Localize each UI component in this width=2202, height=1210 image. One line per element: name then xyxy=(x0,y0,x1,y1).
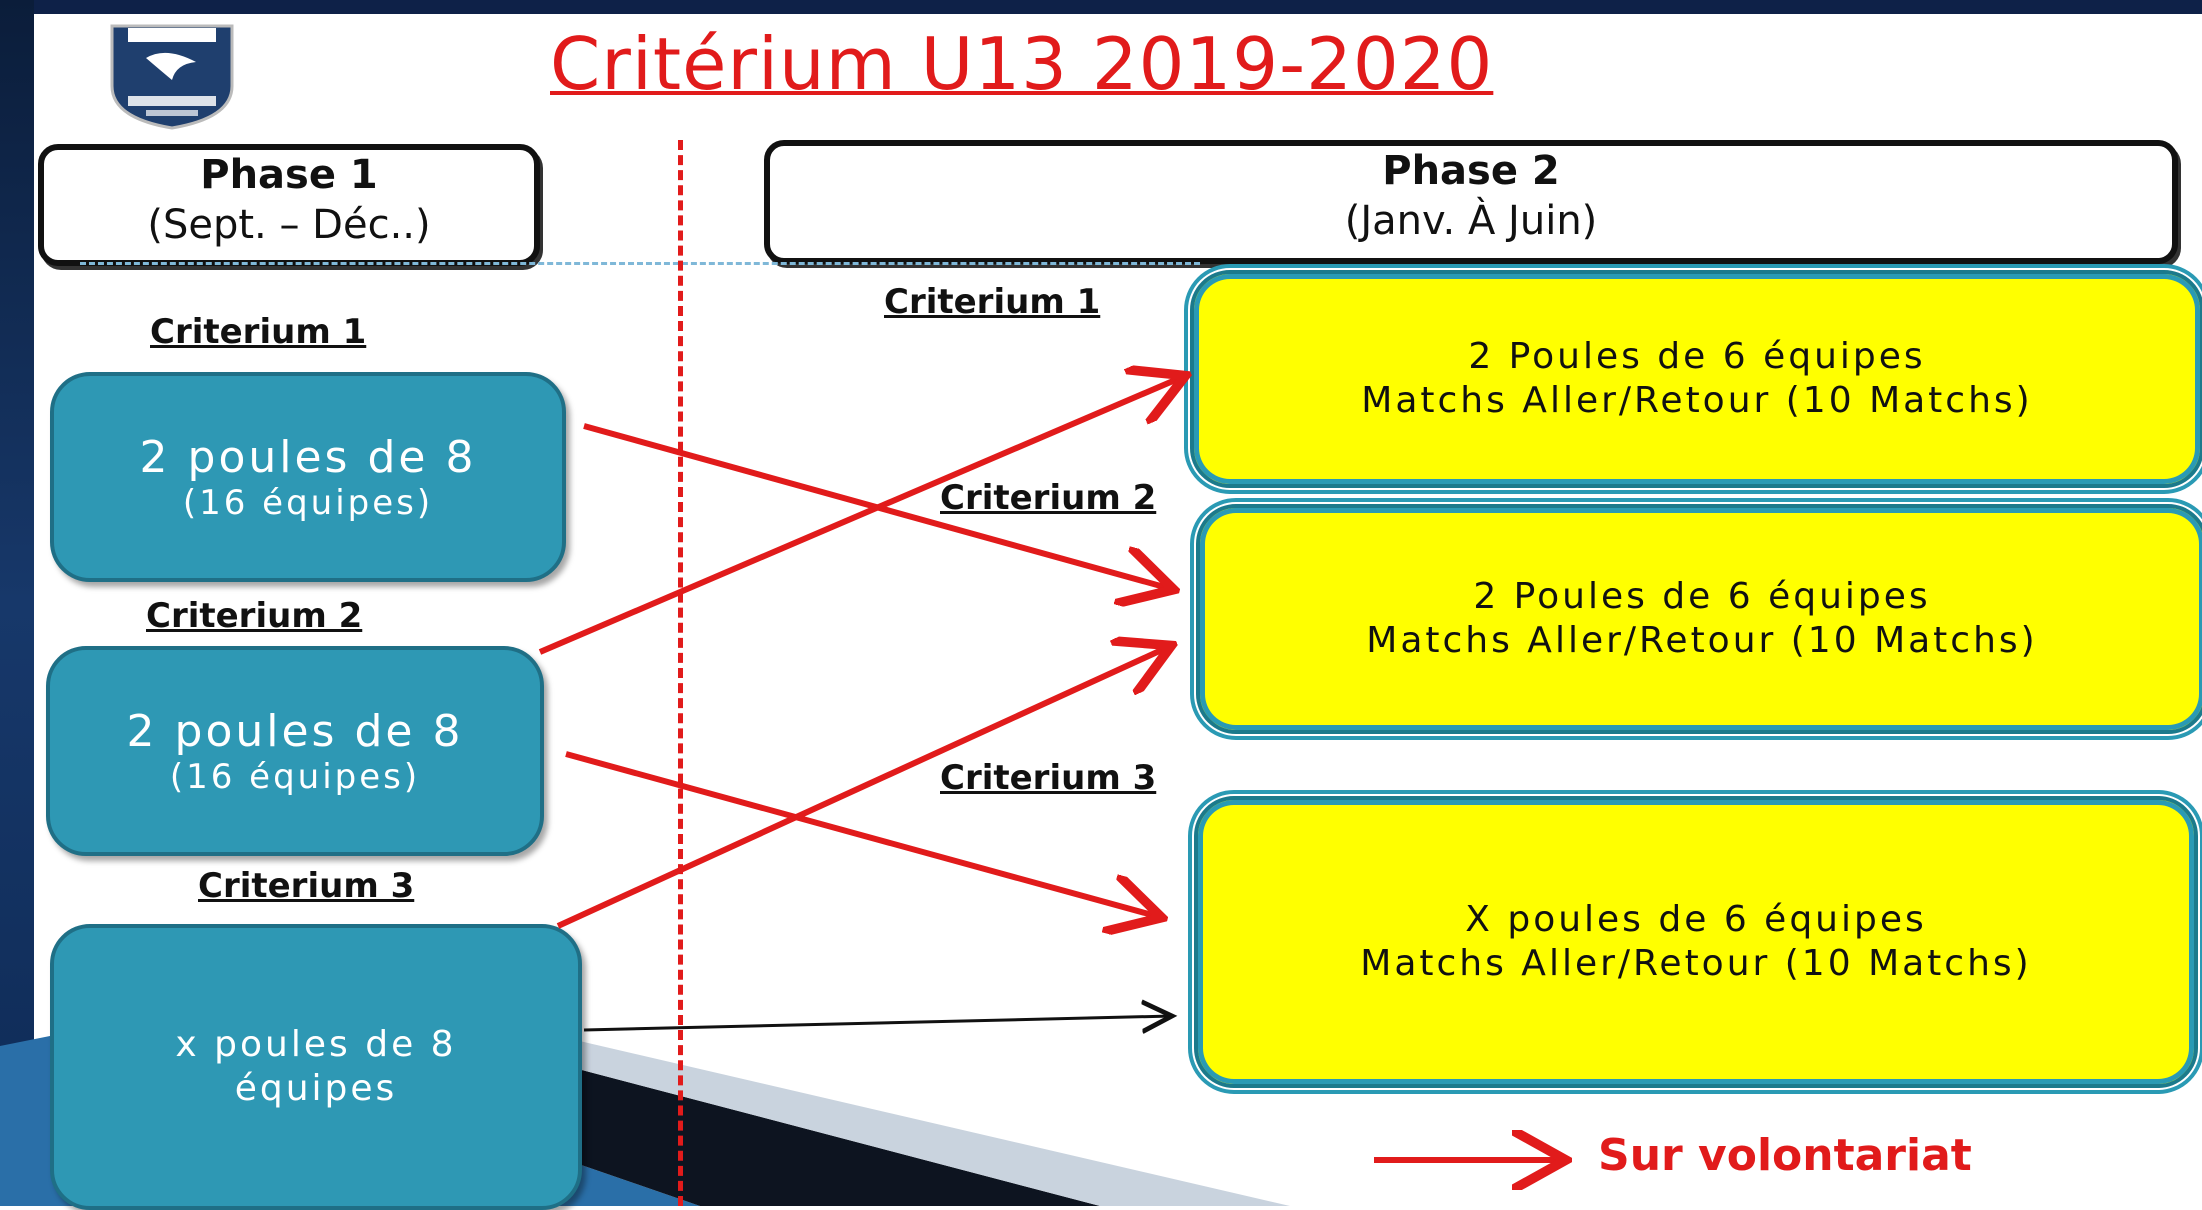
left-criterium-2-line1: 2 poules de 8 xyxy=(126,705,464,757)
arrow-c2-to-c1 xyxy=(538,378,1180,655)
phase1-subtitle: (Sept. – Déc..) xyxy=(147,202,431,248)
left-criterium-3-line1: x poules de 8 xyxy=(175,1024,457,1065)
left-criterium-1-label: Criterium 1 xyxy=(150,312,367,352)
left-criterium-1-line2: (16 équipes) xyxy=(182,482,434,523)
right-criterium-1-line2: Matchs Aller/Retour (10 Matchs) xyxy=(1361,380,2033,421)
phase2-subtitle: (Janv. À Juin) xyxy=(1344,198,1598,244)
left-criterium-1-line1: 2 poules de 8 xyxy=(139,431,477,483)
right-criterium-1-label: Criterium 1 xyxy=(884,282,1101,322)
legend-text: Sur volontariat xyxy=(1598,1130,1972,1181)
left-criterium-3-line2: équipes xyxy=(234,1068,398,1109)
right-criterium-1-box: 2 Poules de 6 équipes Matchs Aller/Retou… xyxy=(1184,264,2202,494)
horizontal-divider xyxy=(80,262,1200,265)
right-criterium-2-line1: 2 Poules de 6 équipes xyxy=(1473,576,1931,617)
right-criterium-3-line1: X poules de 6 équipes xyxy=(1465,899,1927,940)
district-logo xyxy=(106,18,238,130)
phase2-title: Phase 2 xyxy=(1382,148,1560,194)
left-criterium-2-label: Criterium 2 xyxy=(146,596,363,636)
left-criterium-1-box: 2 poules de 8 (16 équipes) xyxy=(50,372,566,582)
left-border xyxy=(0,0,34,1206)
right-criterium-1-line1: 2 Poules de 6 équipes xyxy=(1468,336,1926,377)
arrow-c2-to-c3 xyxy=(565,751,1156,916)
left-criterium-3-label: Criterium 3 xyxy=(198,866,415,906)
phase2-box: Phase 2 (Janv. À Juin) xyxy=(764,140,2178,264)
phase1-box: Phase 1 (Sept. – Déc..) xyxy=(38,144,540,266)
phase-divider xyxy=(678,140,683,1206)
left-criterium-2-box: 2 poules de 8 (16 équipes) xyxy=(46,646,544,856)
arrow-c3-to-c3 xyxy=(583,1016,1172,1030)
right-criterium-3-label: Criterium 3 xyxy=(940,758,1157,798)
right-criterium-3-box: X poules de 6 équipes Matchs Aller/Retou… xyxy=(1188,790,2202,1094)
phase1-title: Phase 1 xyxy=(200,152,378,198)
right-criterium-3-line2: Matchs Aller/Retour (10 Matchs) xyxy=(1360,943,2032,984)
right-criterium-2-line2: Matchs Aller/Retour (10 Matchs) xyxy=(1366,620,2038,661)
top-border xyxy=(0,0,2202,14)
right-criterium-2-box: 2 Poules de 6 équipes Matchs Aller/Retou… xyxy=(1190,498,2202,740)
page-title: Critérium U13 2019-2020 xyxy=(550,22,1494,106)
left-criterium-2-line2: (16 équipes) xyxy=(169,756,421,797)
right-criterium-2-label: Criterium 2 xyxy=(940,478,1157,518)
left-criterium-3-box: x poules de 8 équipes xyxy=(50,924,582,1210)
arrow-c3-to-c2 xyxy=(556,648,1166,929)
